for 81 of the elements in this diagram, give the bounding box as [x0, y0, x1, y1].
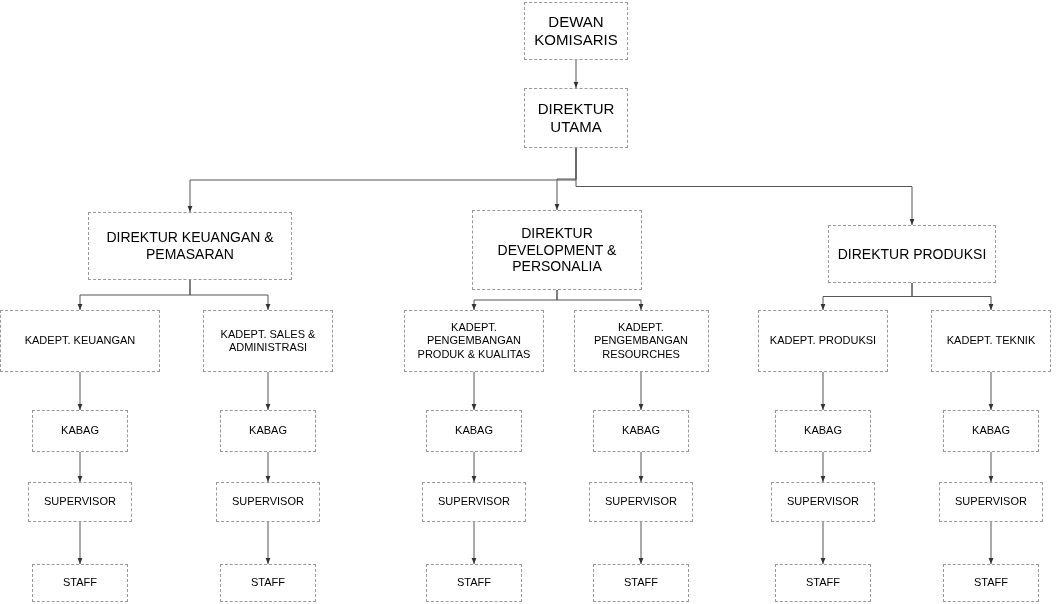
- org-box: [426, 564, 522, 602]
- org-box: [203, 310, 333, 372]
- position-title: DIREKTUR KEUANGAN & PEMASARAN: [105, 229, 275, 263]
- position-title: STAFF: [457, 576, 491, 590]
- org-box: [943, 564, 1039, 602]
- position-title: SUPERVISOR: [438, 495, 510, 509]
- connector-arrow: [911, 282, 994, 311]
- position-title: SUPERVISOR: [44, 495, 116, 509]
- position-title: KADEPT. PRODUKSI: [769, 334, 877, 348]
- position-title: DEWAN KOMISARIS: [533, 13, 619, 49]
- org-box: [220, 410, 316, 452]
- position-title: DIREKTUR PRODUKSI: [837, 245, 987, 263]
- position-title: DIREKTUR DEVELOPMENT & PERSONALIA: [496, 224, 618, 276]
- org-box: [404, 310, 544, 372]
- position-title: KADEPT. KEUANGAN: [24, 334, 136, 348]
- org-box: [589, 482, 693, 522]
- org-box: [758, 310, 888, 372]
- org-box: [573, 310, 709, 372]
- org-box: [422, 482, 526, 522]
- org-box: [32, 564, 128, 602]
- org-box: [931, 310, 1051, 372]
- connector-arrow: [638, 451, 644, 483]
- connector-arrow: [77, 521, 83, 565]
- position-title: STAFF: [974, 576, 1008, 590]
- org-box: [472, 210, 642, 290]
- org-box: [524, 2, 628, 60]
- connector-arrow: [638, 371, 644, 411]
- connector-arrow: [471, 521, 477, 565]
- position-title: DIREKTUR UTAMA: [536, 100, 616, 136]
- org-box: [426, 410, 522, 452]
- connector-arrow: [820, 521, 826, 565]
- position-title: KABAG: [249, 424, 287, 438]
- connector-arrow: [988, 451, 994, 483]
- connector-arrow: [77, 371, 83, 411]
- position-title: KABAG: [61, 424, 99, 438]
- position-title: SUPERVISOR: [787, 495, 859, 509]
- org-box: [220, 564, 316, 602]
- org-box: [593, 410, 689, 452]
- position-title: KABAG: [455, 424, 493, 438]
- position-title: STAFF: [63, 576, 97, 590]
- connector-arrow: [575, 147, 915, 226]
- position-title: STAFF: [251, 576, 285, 590]
- org-box: [32, 410, 128, 452]
- connector-arrow: [573, 59, 579, 89]
- position-title: SUPERVISOR: [955, 495, 1027, 509]
- position-title: KADEPT. PENGEMBANGAN RESOURCHES: [592, 321, 690, 361]
- position-title: KABAG: [804, 424, 842, 438]
- position-title: KADEPT. PENGEMBANGAN PRODUK & KUALITAS: [416, 321, 532, 361]
- org-box: [939, 482, 1043, 522]
- connector-arrow: [988, 521, 994, 565]
- position-title: STAFF: [806, 576, 840, 590]
- position-title: KABAG: [622, 424, 660, 438]
- org-box: [88, 212, 292, 280]
- position-title: STAFF: [624, 576, 658, 590]
- connector-arrow: [471, 451, 477, 483]
- position-title: KABAG: [972, 424, 1010, 438]
- position-title: SUPERVISOR: [232, 495, 304, 509]
- position-title: KADEPT. SALES & ADMINISTRASI: [219, 327, 317, 355]
- org-box: [943, 410, 1039, 452]
- connector-arrow: [988, 371, 994, 411]
- org-box: [775, 564, 871, 602]
- org-box: [216, 482, 320, 522]
- connector-arrow: [471, 371, 477, 411]
- org-box: [828, 225, 996, 283]
- connector-arrow: [820, 371, 826, 411]
- connector-arrow: [638, 521, 644, 565]
- org-box: [593, 564, 689, 602]
- connector-arrow: [77, 451, 83, 483]
- connector-arrow: [556, 289, 644, 311]
- connector-arrow: [189, 279, 271, 311]
- position-title: SUPERVISOR: [605, 495, 677, 509]
- connector-arrow: [265, 521, 271, 565]
- org-box: [28, 482, 132, 522]
- connector-arrow: [820, 451, 826, 483]
- org-box: [524, 88, 628, 148]
- position-title: KADEPT. TEKNIK: [946, 334, 1036, 348]
- org-box: [775, 410, 871, 452]
- connector-arrow: [265, 371, 271, 411]
- org-box: [0, 310, 160, 372]
- connector-arrow: [265, 451, 271, 483]
- org-box: [771, 482, 875, 522]
